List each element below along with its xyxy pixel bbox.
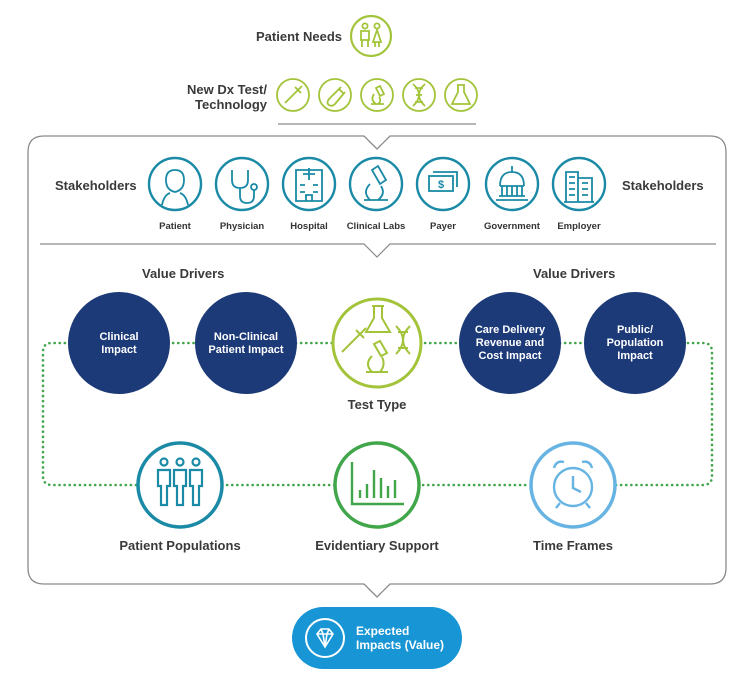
patient-needs-icon xyxy=(349,14,393,58)
stakeholders-label-left: Stakeholders xyxy=(55,178,137,193)
test-type-label: Test Type xyxy=(347,397,407,412)
public-population-line2: Population xyxy=(606,337,664,349)
stakeholder-label-hospital: Hospital xyxy=(290,221,328,232)
value-drivers-label-right: Value Drivers xyxy=(533,266,616,281)
stakeholder-label-payer: Payer xyxy=(430,221,456,232)
non-clinical-impact-circle xyxy=(195,292,297,394)
employer-icon xyxy=(551,156,607,212)
stakeholder-label-employer: Employer xyxy=(557,221,601,232)
public-population-line1: Public/ xyxy=(616,324,654,336)
non-clinical-impact-line2: Patient Impact xyxy=(208,344,284,356)
government-icon xyxy=(484,156,540,212)
test-type-icon xyxy=(331,297,423,389)
care-delivery-line3: Cost Impact xyxy=(478,350,542,362)
care-delivery-line2: Revenue and xyxy=(475,337,545,349)
value-driver-circles xyxy=(68,292,686,394)
test-tube-icon xyxy=(318,78,352,112)
expected-impacts-line2: Impacts (Value) xyxy=(356,638,445,652)
public-population-line3: Impact xyxy=(617,350,653,362)
stakeholder-divider xyxy=(40,243,716,258)
public-population-circle xyxy=(584,292,686,394)
microscope-icon xyxy=(360,78,394,112)
diamond-icon xyxy=(305,618,345,658)
flask-icon xyxy=(444,78,478,112)
evidentiary-support-label: Evidentiary Support xyxy=(315,538,439,553)
evidentiary-support-icon xyxy=(333,441,421,529)
stakeholder-icons: $ xyxy=(147,156,607,212)
stakeholder-label-clinical-labs: Clinical Labs xyxy=(346,221,406,232)
stakeholder-label-physician: Physician xyxy=(219,221,265,232)
payer-icon: $ xyxy=(415,156,471,212)
bottom-icons xyxy=(136,441,617,529)
alarm-clock-icon xyxy=(529,441,617,529)
new-dx-label-line1: New Dx Test/ xyxy=(187,82,267,97)
hospital-icon xyxy=(281,156,337,212)
care-delivery-line1: Care Delivery xyxy=(474,324,546,336)
main-frame xyxy=(27,135,727,598)
new-dx-icons xyxy=(276,78,478,112)
stakeholder-label-government: Government xyxy=(484,221,540,232)
patient-needs-label: Patient Needs xyxy=(256,29,342,44)
dna-icon xyxy=(402,78,436,112)
value-drivers-label-left: Value Drivers xyxy=(142,266,225,281)
new-dx-label-line2: Technology xyxy=(195,97,267,112)
stethoscope-icon xyxy=(214,156,270,212)
patient-populations-icon xyxy=(136,441,224,529)
svg-text:$: $ xyxy=(438,179,444,191)
stakeholders-label-right: Stakeholders xyxy=(622,178,704,193)
patient-icon xyxy=(147,156,203,212)
syringe-icon xyxy=(276,78,310,112)
clinical-labs-icon xyxy=(348,156,404,212)
expected-impacts-pill: Expected Impacts (Value) xyxy=(292,607,462,669)
expected-impacts-line1: Expected xyxy=(356,624,410,638)
clinical-impact-line1: Clinical xyxy=(99,331,139,343)
clinical-impact-circle xyxy=(68,292,170,394)
clinical-impact-line2: Impact xyxy=(101,344,137,356)
patient-populations-label: Patient Populations xyxy=(119,538,241,553)
care-delivery-circle xyxy=(459,292,561,394)
stakeholder-label-patient: Patient xyxy=(159,221,191,232)
dotted-connector xyxy=(41,341,714,487)
non-clinical-impact-line1: Non-Clinical xyxy=(213,331,279,343)
time-frames-label: Time Frames xyxy=(533,538,613,553)
